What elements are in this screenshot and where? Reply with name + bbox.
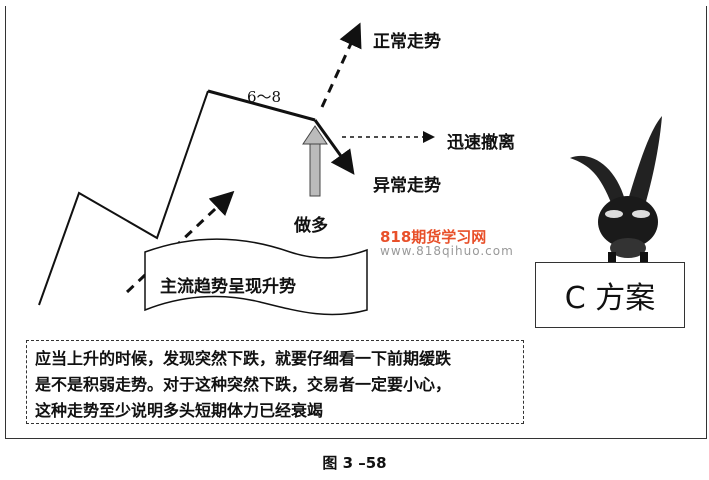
slow-decline-line [207,89,316,122]
banner-shape [144,238,368,316]
go-long-label: 做多 [294,216,328,236]
price-line [38,90,209,306]
plan-box: C 方案 [535,262,685,328]
banner-label: 主流趋势呈现升势 [160,277,296,297]
note-line: 这种走势至少说明多头短期体力已经衰竭 [35,401,324,420]
note-box: 应当上升的时候，发现突然下跌，就要仔细看一下前期缓跌 是不是积弱走势。对于这种突… [26,340,524,424]
quick-exit-label: 迅速撤离 [447,133,515,153]
figure-caption: 图 3 –58 [322,454,387,472]
abnormal-arrow [313,119,355,175]
range-label: 6～8 [247,88,282,106]
watermark-logo: 818期货学习网 [380,228,487,246]
normal-trend-label: 正常走势 [373,32,441,52]
note-line: 是不是积弱走势。对于这种突然下跌，交易者一定要小心， [35,375,452,394]
long-up-arrow [302,125,328,197]
note-line: 应当上升的时候，发现突然下跌，就要仔细看一下前期缓跌 [35,349,452,368]
rabbit-mascot-icon [570,116,662,262]
abnormal-trend-label: 异常走势 [373,176,441,196]
normal-arrow [320,22,362,108]
watermark-url: www.818qihuo.com [380,244,514,258]
frame [5,6,707,439]
